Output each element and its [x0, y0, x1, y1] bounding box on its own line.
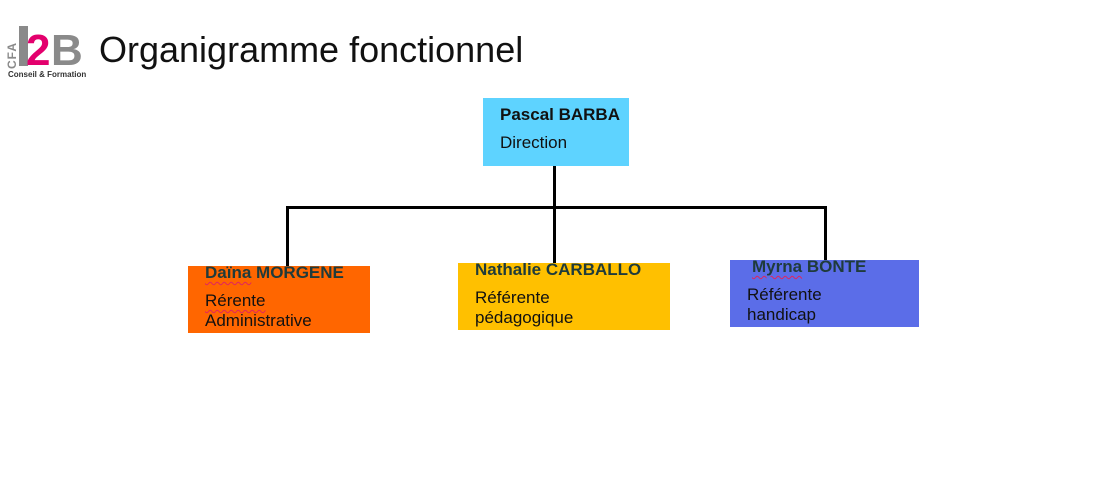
svg-text:B: B — [51, 26, 83, 75]
director-name: Pascal BARBA — [500, 105, 620, 124]
company-logo: CFA 2 B Conseil & Formation — [6, 22, 86, 80]
connector-horizontal-bar — [286, 206, 827, 209]
member-role-line1: Référente — [475, 288, 550, 307]
member-role-line2: handicap — [747, 305, 817, 324]
svg-text:CFA: CFA — [6, 42, 19, 69]
connector-director-down — [553, 164, 556, 208]
director-role: Direction — [500, 133, 568, 152]
page-title: Organigramme fonctionnel — [99, 29, 524, 70]
member-role-line1: Rérente — [205, 291, 266, 310]
connector-center-drop — [553, 206, 556, 263]
connector-left-drop — [286, 206, 289, 266]
member-box-administrative: Daïna MORGENE Rérente Administrative — [188, 263, 370, 333]
svg-text:Conseil & Formation: Conseil & Formation — [8, 70, 86, 79]
member-box-handicap: Myrna BONTE Référente handicap — [730, 257, 919, 327]
member-role-line2: pédagogique — [475, 308, 574, 327]
member-role-line2: Administrative — [205, 311, 312, 330]
member-role-line1: Référente — [747, 285, 822, 304]
director-box: Pascal BARBA Direction — [483, 98, 629, 166]
member-box-pedagogical: Nathalie CARBALLO Référente pédagogique — [458, 260, 670, 330]
svg-text:2: 2 — [26, 26, 50, 75]
member-name: Myrna BONTE — [752, 257, 867, 276]
member-name: Nathalie CARBALLO — [475, 260, 642, 279]
member-name: Daïna MORGENE — [205, 263, 344, 282]
connector-right-drop — [824, 206, 827, 260]
